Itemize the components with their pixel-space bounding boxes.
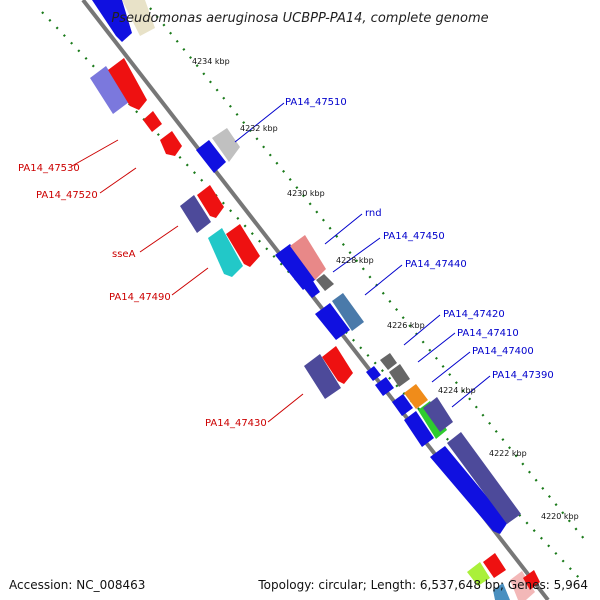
gene-forward-9[interactable]: [366, 366, 381, 381]
gene-forward-10[interactable]: [380, 353, 397, 370]
gene-reverse-8[interactable]: [226, 224, 260, 267]
tick-label-4220: 4220 kbp: [541, 512, 579, 521]
gene-reverse-3[interactable]: [143, 111, 162, 132]
forward-gene-labels: PA14_47510 rnd PA14_47450 PA14_47440 PA1…: [285, 97, 554, 381]
tick-track-middle: [149, 7, 586, 541]
accession-label: Accession: NC_008463: [9, 578, 146, 592]
gene-reverse-2[interactable]: [108, 58, 147, 110]
tick-label-4224: 4224 kbp: [438, 386, 476, 395]
gene-bottom-4[interactable]: [510, 571, 535, 600]
tick-label-4232: 4232 kbp: [240, 124, 278, 133]
gene-label-pa14-47390[interactable]: PA14_47390: [492, 370, 554, 381]
map-title: Pseudomonas aeruginosa UCBPP-PA14, compl…: [111, 11, 488, 26]
gene-reverse-7[interactable]: [208, 228, 243, 277]
gene-reverse-1[interactable]: [90, 66, 129, 114]
gene-label-pa14-47440[interactable]: PA14_47440: [405, 259, 467, 270]
gene-forward-2[interactable]: [212, 128, 240, 162]
gene-forward-3[interactable]: [275, 244, 316, 290]
gene-label-pa14-47410[interactable]: PA14_47410: [457, 328, 519, 339]
gene-forward-top-faded[interactable]: [122, 0, 155, 36]
gene-label-pa14-47490[interactable]: PA14_47490: [109, 292, 171, 303]
tick-label-4226: 4226 kbp: [387, 321, 425, 330]
gene-forward-7[interactable]: [315, 303, 350, 340]
gene-forward-8[interactable]: [332, 293, 364, 331]
gene-label-pa14-47520[interactable]: PA14_47520: [36, 190, 98, 201]
gene-bottom-2[interactable]: [483, 553, 506, 578]
gene-label-pa14-47450[interactable]: PA14_47450: [383, 231, 445, 242]
gene-forward-15[interactable]: [404, 411, 434, 447]
gene-bottom-5[interactable]: [523, 570, 540, 590]
gene-label-pa14-47430[interactable]: PA14_47430: [205, 418, 267, 429]
gene-label-pa14-47400[interactable]: PA14_47400: [472, 346, 534, 357]
gene-label-pa14-47510[interactable]: PA14_47510: [285, 97, 347, 108]
gene-label-pa14-47530[interactable]: PA14_47530: [18, 163, 80, 174]
gene-forward-top-partial[interactable]: [92, 0, 132, 42]
tick-label-4234: 4234 kbp: [192, 57, 230, 66]
gene-forward-5[interactable]: [304, 281, 320, 298]
gene-forward-14[interactable]: [404, 384, 428, 409]
gene-forward-18[interactable]: [430, 446, 508, 534]
gene-label-ssea[interactable]: sseA: [112, 249, 136, 260]
gene-forward-13[interactable]: [392, 394, 413, 416]
gene-forward-19[interactable]: [447, 432, 521, 524]
tick-label-4230: 4230 kbp: [287, 189, 325, 198]
gene-reverse-9[interactable]: [304, 354, 341, 399]
gene-forward-11[interactable]: [375, 377, 394, 396]
gene-reverse-10[interactable]: [322, 346, 353, 384]
gene-label-pa14-47420[interactable]: PA14_47420: [443, 309, 505, 320]
genome-summary: Topology: circular; Length: 6,537,648 bp…: [258, 578, 588, 592]
reverse-gene-labels: PA14_47530 PA14_47520 sseA PA14_47490 PA…: [18, 163, 267, 429]
gene-bottom-3[interactable]: [493, 583, 510, 600]
gene-reverse-4[interactable]: [160, 131, 182, 156]
gene-bottom-1[interactable]: [467, 562, 490, 586]
tick-label-4222: 4222 kbp: [489, 449, 527, 458]
gene-forward-6[interactable]: [316, 274, 334, 291]
gene-forward-1[interactable]: [196, 140, 226, 173]
gene-forward-12[interactable]: [389, 364, 410, 387]
gene-reverse-6[interactable]: [197, 185, 224, 218]
gene-label-rnd[interactable]: rnd: [365, 208, 382, 219]
gene-reverse-5[interactable]: [180, 195, 211, 233]
tick-label-4228: 4228 kbp: [336, 256, 374, 265]
tick-labels: 4234 kbp 4232 kbp 4230 kbp 4228 kbp 4226…: [192, 57, 579, 521]
leader-lines: [71, 102, 491, 423]
gene-forward-17[interactable]: [423, 397, 453, 432]
gene-forward-4[interactable]: [290, 235, 326, 280]
